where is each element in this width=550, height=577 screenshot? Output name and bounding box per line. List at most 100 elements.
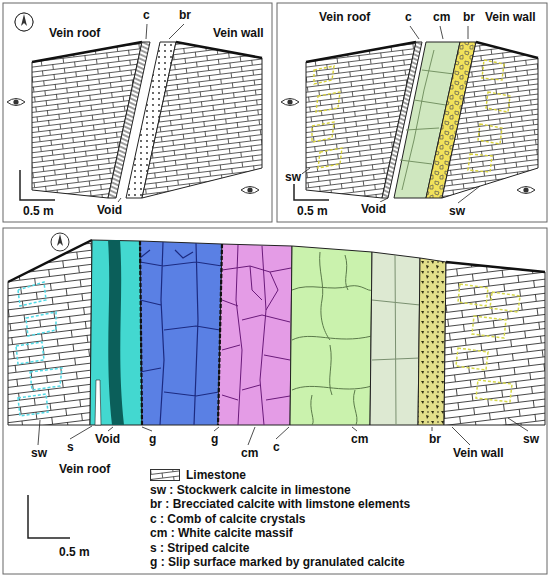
panel-two-part-part: [15, 13, 33, 31]
panel-three-part-part: [57, 234, 63, 246]
feature-label: sw: [448, 204, 466, 218]
panel-two-part-part-part: [523, 187, 528, 192]
legend-row: c : Comb of calcite crystals: [150, 512, 305, 526]
legend-row: Limestone: [150, 468, 246, 482]
panel-three-part: [38, 418, 528, 445]
limestone-swatch-fill: [151, 470, 180, 481]
legend-text: sw : Stockwerk calcite in limestone: [150, 483, 351, 497]
feature-label: 0.5 m: [22, 204, 55, 218]
panel-one-part-part: [7, 99, 25, 106]
panel-three-part: [140, 241, 222, 425]
panel-three-part: [370, 252, 420, 425]
feature-label: sw: [30, 446, 48, 460]
panel-three-part: [140, 242, 222, 425]
feature-label: Vein wall: [484, 10, 537, 24]
panel-three-part: [51, 233, 69, 251]
feature-label: Vein roof: [48, 26, 101, 40]
panel-one-part: [118, 24, 184, 202]
feature-label: c: [404, 10, 413, 24]
panel-one-part: [15, 13, 33, 31]
legend-text: br : Brecciated calcite with limstone el…: [150, 497, 410, 511]
legend-text: g : Slip surface marked by granulated ca…: [150, 555, 405, 569]
panel-three-part: [290, 246, 372, 425]
panel-two-part-part-part: [468, 60, 510, 172]
panel-one-part-part: [13, 99, 18, 104]
panel-two-part-part: [476, 42, 538, 58]
feature-label: cm: [432, 10, 451, 24]
panel-two-part: [299, 26, 480, 203]
panel-one-part: [241, 187, 259, 194]
panel-three-part: [446, 262, 545, 272]
panel-three-part: [372, 255, 420, 425]
panel-one-part: [142, 42, 262, 198]
feature-label: Vein roof: [318, 10, 371, 24]
panel-two-part-part-part: [281, 99, 299, 106]
panel-three: [3, 228, 547, 574]
feature-label: s: [66, 440, 75, 454]
panel-three-part-part: [16, 282, 62, 416]
panel-three-part: [90, 240, 142, 425]
feature-label: Vein wall: [452, 446, 505, 460]
panel-one-part: [32, 42, 142, 62]
panel-two-part-part-part: [517, 187, 535, 194]
feature-label: c: [272, 440, 281, 454]
feature-label: br: [462, 10, 476, 24]
feature-label: c: [142, 8, 151, 22]
panel-two-part: [15, 13, 538, 198]
legend-text: c : Comb of calcite crystals: [150, 512, 305, 526]
feature-label: cm: [240, 446, 259, 460]
legend-row: br : Brecciated calcite with limstone el…: [150, 497, 410, 511]
legend-row: sw : Stockwerk calcite in limestone: [150, 483, 351, 497]
legend-row: s : Striped calcite: [150, 541, 249, 555]
panel-three-part: [418, 258, 446, 425]
feature-label: g: [210, 432, 219, 446]
panel-two-part-part: [312, 60, 510, 172]
panel-three-part: [140, 241, 222, 425]
panel-one-part: [20, 170, 55, 200]
legend-row: g : Slip surface marked by granulated ca…: [150, 555, 405, 569]
panel-one-part-part: [241, 187, 259, 194]
panel-two-part-part: [306, 42, 416, 62]
panel-two-part-part: [281, 99, 299, 106]
legend-text: cm : White calcite massif: [150, 526, 293, 540]
panel-one-part-part: [15, 13, 33, 31]
feature-label: Vein wall: [212, 26, 265, 40]
panel-two-part-part: [517, 187, 535, 194]
feature-label: Void: [96, 203, 123, 217]
limestone-swatch: [150, 469, 180, 481]
panel-three-part: [8, 240, 92, 425]
feature-label: sw: [284, 170, 302, 184]
legend-row: cm : White calcite massif: [150, 526, 293, 540]
feature-label: cm: [350, 432, 369, 446]
feature-label: sw: [522, 432, 540, 446]
panel-one-part-part: [247, 187, 252, 192]
feature-label: g: [148, 432, 157, 446]
feature-label: Vein roof: [58, 462, 111, 476]
feature-label: 0.5 m: [58, 545, 91, 559]
panel-three-part: [95, 380, 101, 425]
panel-three-part: [222, 245, 291, 425]
feature-label: br: [178, 8, 192, 22]
legend-text: s : Striped calcite: [150, 541, 249, 555]
panel-three-part: [108, 240, 124, 425]
panel-three-part: [16, 282, 62, 416]
panel-one-part: [176, 42, 262, 58]
panel-two-part-part-part: [312, 66, 342, 168]
panel-three-part: [28, 495, 70, 538]
feature-label: 0.5 m: [296, 204, 329, 218]
feature-label: Void: [94, 432, 121, 446]
feature-label: Void: [360, 202, 387, 216]
panel-three-part: [8, 240, 92, 282]
panel-three-part: [456, 284, 520, 402]
panel-one: [3, 3, 272, 222]
panel-two-part: [277, 3, 547, 222]
panel-three-part: [3, 228, 547, 574]
panel-two-part-part: [442, 42, 538, 198]
panel-three-part-part: [456, 284, 520, 402]
panel-one-part: [7, 99, 25, 106]
feature-label: br: [428, 432, 442, 446]
panel-three-part: [444, 262, 545, 425]
legend-text: Limestone: [186, 468, 246, 482]
panel-three-part: [292, 252, 372, 425]
